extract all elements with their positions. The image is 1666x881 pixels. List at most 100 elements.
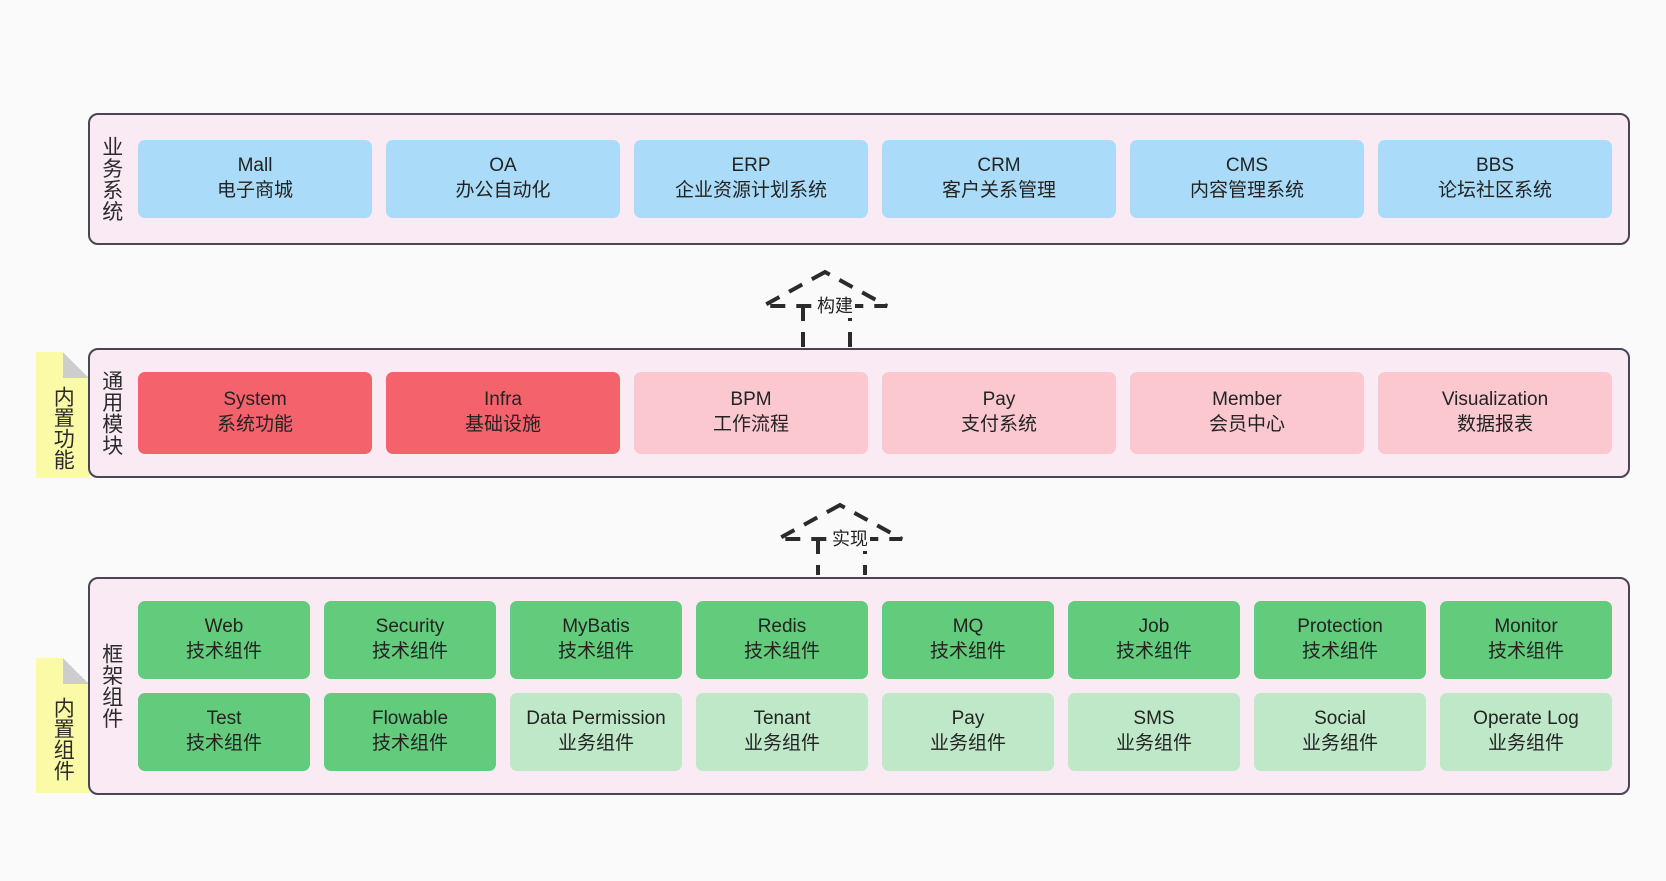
node-subtitle: 技术组件 (185, 733, 262, 754)
node-subtitle: 系统功能 (216, 414, 293, 435)
node-subtitle: 业务组件 (1115, 733, 1192, 754)
node-subtitle: 技术组件 (557, 641, 634, 662)
node-pay-module[interactable]: Pay 支付系统 (882, 372, 1116, 454)
band-business-systems-label: 业务系统 (99, 136, 123, 222)
node-member[interactable]: Member 会员中心 (1130, 372, 1364, 454)
node-subtitle: 业务组件 (743, 733, 820, 754)
band-framework-components: 框架组件 Web 技术组件 Security 技术组件 MyBatis 技术组件… (88, 577, 1630, 795)
node-subtitle: 技术组件 (185, 641, 262, 662)
note-fold-icon (63, 658, 89, 684)
node-subtitle: 技术组件 (371, 733, 448, 754)
node-subtitle: 办公自动化 (455, 180, 551, 201)
node-title: SMS (1133, 708, 1175, 730)
node-subtitle: 论坛社区系统 (1437, 180, 1552, 201)
node-subtitle: 电子商城 (216, 180, 293, 201)
node-title: Member (1212, 389, 1282, 411)
node-title: Pay (951, 708, 985, 730)
node-system[interactable]: System 系统功能 (138, 372, 372, 454)
node-protection[interactable]: Protection 技术组件 (1254, 601, 1426, 679)
node-subtitle: 数据报表 (1456, 414, 1533, 435)
node-subtitle: 基础设施 (464, 414, 541, 435)
sticky-note-builtin-features-label: 内置功能 (51, 386, 75, 470)
node-crm[interactable]: CRM 客户关系管理 (882, 140, 1116, 218)
note-fold-icon (63, 352, 89, 378)
node-title: Social (1314, 708, 1366, 730)
node-title: Pay (982, 389, 1016, 411)
node-data-permission[interactable]: Data Permission 业务组件 (510, 693, 682, 771)
node-mq[interactable]: MQ 技术组件 (882, 601, 1054, 679)
node-subtitle: 技术组件 (1487, 641, 1564, 662)
node-social[interactable]: Social 业务组件 (1254, 693, 1426, 771)
node-title: Test (206, 708, 242, 730)
framework-row-technical: Web 技术组件 Security 技术组件 MyBatis 技术组件 Redi… (138, 601, 1612, 679)
node-title: Operate Log (1473, 708, 1579, 730)
node-sms[interactable]: SMS 业务组件 (1068, 693, 1240, 771)
node-oa[interactable]: OA 办公自动化 (386, 140, 620, 218)
connector-build: 构建 (755, 262, 915, 348)
node-bbs[interactable]: BBS 论坛社区系统 (1378, 140, 1612, 218)
node-title: Job (1138, 616, 1170, 638)
node-pay-component[interactable]: Pay 业务组件 (882, 693, 1054, 771)
connector-build-label: 构建 (815, 292, 855, 318)
band-framework-components-body: Web 技术组件 Security 技术组件 MyBatis 技术组件 Redi… (132, 579, 1628, 793)
node-title: Tenant (753, 708, 811, 730)
node-subtitle: 技术组件 (929, 641, 1006, 662)
band-common-modules: 通用模块 System 系统功能 Infra 基础设施 BPM 工作流程 Pay… (88, 348, 1630, 478)
node-title: Web (204, 616, 244, 638)
node-redis[interactable]: Redis 技术组件 (696, 601, 868, 679)
node-web[interactable]: Web 技术组件 (138, 601, 310, 679)
node-title: Mall (237, 155, 273, 177)
band-business-systems-body: Mall 电子商城 OA 办公自动化 ERP 企业资源计划系统 CRM 客户关系… (132, 115, 1628, 243)
node-tenant[interactable]: Tenant 业务组件 (696, 693, 868, 771)
node-infra[interactable]: Infra 基础设施 (386, 372, 620, 454)
node-title: Protection (1297, 616, 1383, 638)
node-title: ERP (731, 155, 771, 177)
node-monitor[interactable]: Monitor 技术组件 (1440, 601, 1612, 679)
node-title: CMS (1225, 155, 1269, 177)
band-common-modules-label: 通用模块 (99, 370, 123, 456)
sticky-note-builtin-components: 内置组件 (36, 658, 89, 793)
framework-row-business: Test 技术组件 Flowable 技术组件 Data Permission … (138, 693, 1612, 771)
sticky-note-builtin-components-label: 内置组件 (51, 696, 75, 781)
node-subtitle: 企业资源计划系统 (674, 180, 827, 201)
node-title: MyBatis (562, 616, 630, 638)
connector-implement: 实现 (770, 495, 930, 575)
node-subtitle: 技术组件 (1115, 641, 1192, 662)
node-subtitle: 内容管理系统 (1189, 180, 1304, 201)
node-title: Redis (757, 616, 807, 638)
node-title: OA (489, 155, 517, 177)
node-security[interactable]: Security 技术组件 (324, 601, 496, 679)
node-flowable[interactable]: Flowable 技术组件 (324, 693, 496, 771)
node-visualization[interactable]: Visualization 数据报表 (1378, 372, 1612, 454)
node-mall[interactable]: Mall 电子商城 (138, 140, 372, 218)
node-title: CRM (977, 155, 1021, 177)
node-title: Data Permission (526, 708, 666, 730)
node-cms[interactable]: CMS 内容管理系统 (1130, 140, 1364, 218)
node-subtitle: 业务组件 (557, 733, 634, 754)
node-title: BBS (1475, 155, 1515, 177)
node-subtitle: 技术组件 (743, 641, 820, 662)
node-title: Flowable (371, 708, 449, 730)
node-title: System (223, 389, 287, 411)
node-test[interactable]: Test 技术组件 (138, 693, 310, 771)
node-title: MQ (952, 616, 984, 638)
node-subtitle: 工作流程 (712, 414, 789, 435)
node-title: BPM (730, 389, 772, 411)
node-title: Monitor (1494, 616, 1558, 638)
node-operate-log[interactable]: Operate Log 业务组件 (1440, 693, 1612, 771)
band-business-systems: 业务系统 Mall 电子商城 OA 办公自动化 ERP 企业资源计划系统 CRM… (88, 113, 1630, 245)
node-job[interactable]: Job 技术组件 (1068, 601, 1240, 679)
connector-implement-label: 实现 (830, 525, 870, 551)
node-bpm[interactable]: BPM 工作流程 (634, 372, 868, 454)
band-framework-components-label: 框架组件 (99, 643, 123, 729)
node-subtitle: 业务组件 (1487, 733, 1564, 754)
node-mybatis[interactable]: MyBatis 技术组件 (510, 601, 682, 679)
band-common-modules-body: System 系统功能 Infra 基础设施 BPM 工作流程 Pay 支付系统… (132, 350, 1628, 476)
node-subtitle: 业务组件 (929, 733, 1006, 754)
node-erp[interactable]: ERP 企业资源计划系统 (634, 140, 868, 218)
node-subtitle: 客户关系管理 (941, 180, 1056, 201)
sticky-note-builtin-features: 内置功能 (36, 352, 89, 478)
node-title: Infra (483, 389, 523, 411)
node-title: Security (375, 616, 445, 638)
